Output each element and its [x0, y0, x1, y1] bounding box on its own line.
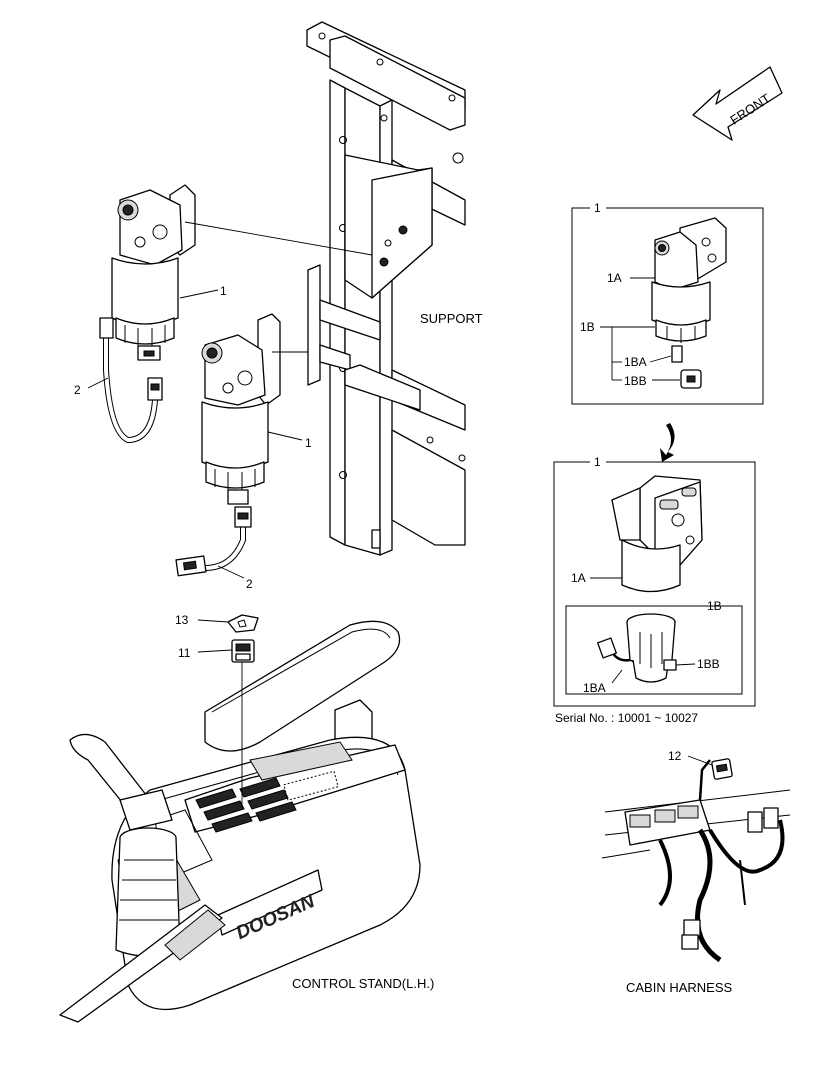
detail-top-title: 1 — [594, 201, 601, 215]
detail-box-top: 1 — [571, 201, 764, 405]
callout-hose-lower: 2 — [246, 577, 253, 591]
detail-top-bowl-label: 1B — [580, 320, 595, 334]
callout-switch: 11 — [178, 646, 191, 660]
detail-bottom-head-label: 1A — [571, 571, 586, 585]
leader-detail-bottom-plug — [675, 663, 696, 666]
leader-filter-lower — [267, 431, 303, 441]
detail-change-arrow — [660, 423, 675, 462]
serial-caption: Serial No. : 10001 ~ 10027 — [555, 711, 698, 725]
detail-bottom-title: 1 — [594, 455, 601, 469]
control-stand-caption: CONTROL STAND(L.H.) — [292, 976, 434, 991]
detail-top-sensor-label: 1BA — [624, 355, 647, 369]
leader-hose-lower — [217, 565, 245, 579]
detail-bottom-bowl-label: 1B — [707, 599, 722, 613]
leader-bracket-upper — [184, 221, 373, 256]
leader-harness-connector — [687, 755, 713, 766]
control-stand: DOOSAN — [59, 614, 421, 1023]
cabin-harness-caption: CABIN HARNESS — [626, 980, 733, 995]
fuel-filter-lower — [175, 313, 281, 577]
callout-hose-upper: 2 — [74, 383, 81, 397]
support-caption: SUPPORT — [420, 311, 483, 326]
front-arrow: FRONT — [692, 66, 783, 141]
cabin-harness — [601, 758, 791, 963]
support-frame — [306, 21, 466, 556]
fuel-filter-upper — [99, 184, 196, 444]
detail-box-bottom: 1 — [553, 455, 756, 707]
callout-filter-upper: 1 — [220, 284, 227, 298]
leader-filter-upper — [179, 289, 219, 299]
detail-bottom-plug-label: 1BB — [697, 657, 720, 671]
detail-top-head-label: 1A — [607, 271, 622, 285]
detail-top-plug-label: 1BB — [624, 374, 647, 388]
leader-switch-cover — [197, 619, 229, 623]
detail-bottom-sensor-label: 1BA — [583, 681, 606, 695]
leader-detail-top-sensor-b — [649, 355, 672, 363]
leader-switch — [197, 649, 233, 653]
callout-switch-cover: 13 — [175, 613, 189, 627]
leader-detail-bottom-sensor — [611, 669, 623, 684]
console-vent — [283, 770, 339, 801]
leader-hose-upper — [87, 377, 109, 389]
callout-filter-lower: 1 — [305, 436, 312, 450]
callout-harness-connector: 12 — [668, 749, 682, 763]
